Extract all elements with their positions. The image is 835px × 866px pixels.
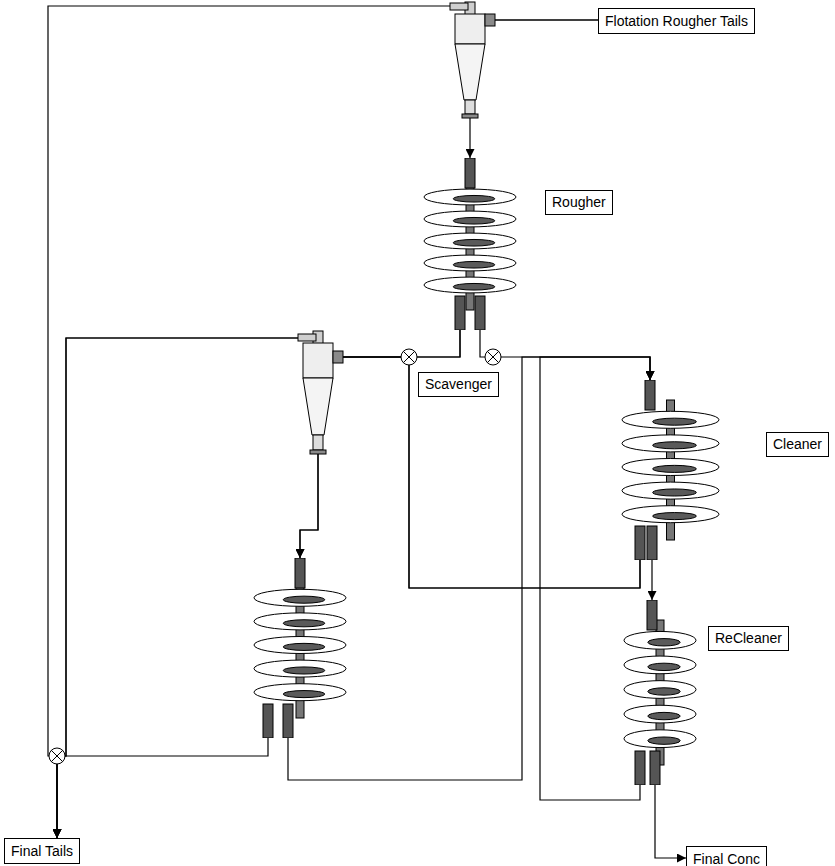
spiral-unit: Cleaner xyxy=(618,380,723,560)
hydrocyclone xyxy=(298,331,343,454)
flow-connector xyxy=(288,357,650,780)
spiral-illustration xyxy=(618,380,723,560)
flow-connector xyxy=(470,20,598,158)
spiral-illustration xyxy=(420,158,520,330)
junction-symbol xyxy=(49,349,501,764)
outlet-box xyxy=(283,704,293,738)
hydrocyclone xyxy=(450,2,495,118)
outlet-box xyxy=(650,751,660,785)
spiral-turns xyxy=(254,589,346,700)
flow-connector xyxy=(300,330,460,558)
flow-connector xyxy=(48,6,598,838)
stream-box: Final Tails xyxy=(4,838,80,864)
stream-label: Final Tails xyxy=(11,843,73,859)
unit-label: Rougher xyxy=(545,190,613,215)
outlet-box xyxy=(455,296,465,330)
outlet-box xyxy=(635,526,645,560)
stream-label: Flotation Rougher Tails xyxy=(605,13,748,29)
flow-connector xyxy=(651,560,652,600)
unit-label: Cleaner xyxy=(766,432,829,457)
unit-label: Scavenger xyxy=(418,372,499,397)
spiral-unit: Scavenger xyxy=(250,558,350,738)
unit-label: ReCleaner xyxy=(708,626,789,651)
spiral-turns xyxy=(622,411,719,522)
flow-connector xyxy=(655,785,686,858)
spiral-unit: Rougher xyxy=(420,158,520,330)
spiral-turns xyxy=(624,631,696,747)
flow-connector xyxy=(57,330,460,838)
flow-connector xyxy=(57,738,268,838)
spiral-illustration xyxy=(250,558,350,738)
outlet-box xyxy=(263,704,273,738)
flow-connector xyxy=(480,330,650,380)
stream-box: Final Conc xyxy=(686,846,767,866)
feed-box xyxy=(645,380,655,410)
flow-connector xyxy=(300,357,640,588)
spiral-illustration xyxy=(620,600,700,785)
outlet-box xyxy=(635,751,645,785)
feed-box xyxy=(647,600,657,630)
outlet-box xyxy=(647,526,657,560)
stream-box: Flotation Rougher Tails xyxy=(598,8,755,34)
feed-box xyxy=(465,158,475,188)
outlet-box xyxy=(475,296,485,330)
flow-connector xyxy=(57,338,640,838)
feed-box xyxy=(295,558,305,588)
stream-label: Final Conc xyxy=(693,851,760,866)
spiral-turns xyxy=(424,189,516,293)
spiral-unit: ReCleaner xyxy=(620,600,700,785)
